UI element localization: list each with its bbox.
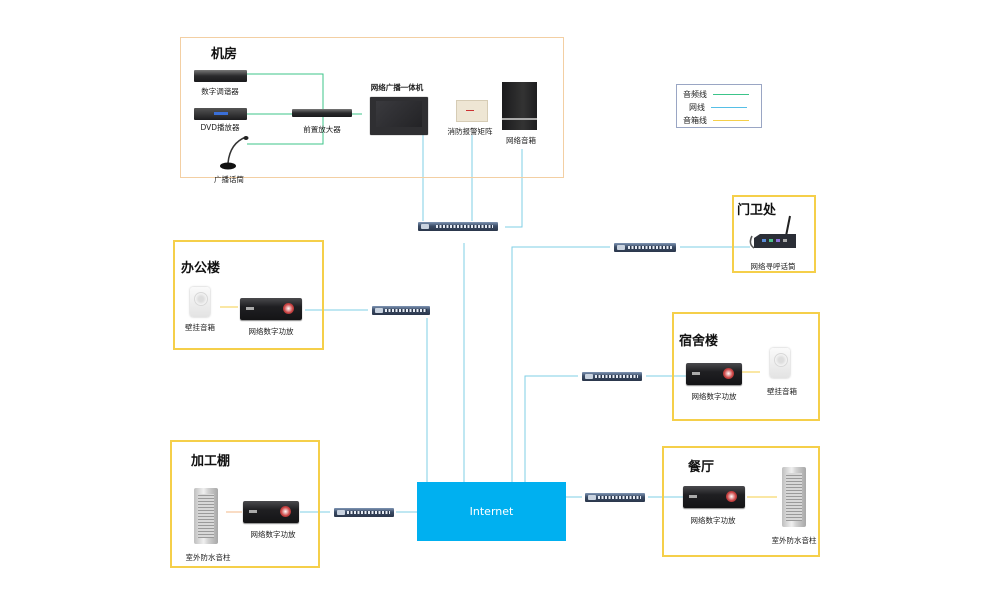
legend-label-speaker: 音箱线 [683, 116, 707, 125]
preamp-device [292, 109, 352, 117]
digital-tuner-device [194, 70, 247, 82]
label-dvd: DVD播放器 [200, 123, 240, 132]
blue-line-icon [711, 106, 747, 109]
dorm-wall-speaker [770, 348, 790, 378]
net-line-speaker [505, 149, 523, 228]
label-canteen-amp: 网络数字功放 [690, 516, 736, 525]
zone-title-canteen: 餐厅 [688, 460, 715, 475]
broadcast-host-device [370, 97, 428, 135]
green-line-icon [713, 93, 749, 96]
canteen-column-speaker [782, 467, 806, 527]
zone-dorm [672, 312, 820, 421]
label-canteen-speaker: 室外防水音柱 [771, 536, 817, 545]
net-line-gate [511, 246, 610, 482]
microphone-icon [220, 136, 249, 170]
workshop-switch [334, 508, 394, 517]
legend-item-audio: 音频线 [683, 89, 749, 100]
office-switch [372, 306, 430, 315]
legend-item-network: 网线 [689, 102, 747, 113]
zone-canteen [662, 446, 820, 557]
canteen-amplifier [683, 486, 745, 508]
label-office-speaker: 壁挂音箱 [185, 323, 215, 332]
amp-led [692, 372, 700, 375]
paging-microphone-icon [749, 215, 796, 249]
amp-led [249, 510, 257, 513]
volume-knob-icon [723, 368, 734, 379]
label-workshop-speaker: 室外防水音柱 [185, 553, 231, 562]
zone-title-workshop: 加工棚 [191, 454, 231, 469]
label-mic: 广播话筒 [214, 175, 244, 184]
zone-title-office: 办公楼 [181, 261, 221, 276]
office-amplifier [240, 298, 302, 320]
label-office-amp: 网络数字功放 [248, 327, 294, 336]
dvd-display-icon [214, 112, 228, 115]
zone-title-gate: 门卫处 [737, 203, 777, 218]
core-switch [418, 222, 498, 231]
dorm-amplifier [686, 363, 742, 385]
gate-switch [614, 243, 676, 252]
label-network-speaker: 网络音箱 [506, 136, 536, 145]
workshop-amplifier [243, 501, 299, 523]
fire-alarm-matrix-device [456, 100, 488, 122]
internet-cloud: Internet [417, 482, 566, 541]
legend: 音频线 网线 音箱线 [676, 84, 762, 128]
zone-office [173, 240, 324, 350]
amp-led [689, 495, 697, 498]
dvd-player-device [194, 108, 247, 120]
label-gate-device: 网络寻呼话筒 [750, 262, 796, 271]
canteen-switch [585, 493, 645, 502]
host-screen [376, 101, 422, 127]
volume-knob-icon [726, 491, 737, 502]
dorm-switch [582, 372, 642, 381]
label-tuner: 数字调谐器 [201, 87, 239, 96]
label-workshop-amp: 网络数字功放 [250, 530, 296, 539]
office-wall-speaker [190, 287, 210, 317]
zone-gate [732, 195, 816, 273]
network-lines [300, 135, 750, 513]
legend-label-network: 网线 [689, 103, 705, 112]
label-alarm: 消防报警矩阵 [447, 127, 493, 136]
label-preamp: 前置放大器 [303, 125, 341, 134]
legend-item-speaker: 音箱线 [683, 115, 749, 126]
audio-line-tuner [247, 73, 324, 114]
volume-knob-icon [280, 506, 291, 517]
net-line-dorm [524, 375, 578, 482]
label-dorm-amp: 网络数字功放 [691, 392, 737, 401]
amp-led [246, 307, 254, 310]
audio-lines [247, 73, 362, 145]
speaker-stripe [502, 118, 537, 120]
label-host: 网络广播一体机 [370, 83, 424, 92]
audio-line-mic [247, 114, 324, 145]
zone-machine-room [180, 37, 564, 178]
workshop-column-speaker [194, 488, 218, 544]
network-speaker-device [502, 82, 537, 130]
speaker-lines [220, 306, 777, 513]
zone-title-machine-room: 机房 [211, 47, 238, 62]
volume-knob-icon [283, 303, 294, 314]
label-dorm-speaker: 壁挂音箱 [767, 387, 797, 396]
yellow-line-icon [713, 119, 749, 122]
alarm-indicator-icon [466, 110, 474, 111]
legend-label-audio: 音频线 [683, 90, 707, 99]
zone-workshop [170, 440, 320, 568]
zone-title-dorm: 宿舍楼 [679, 334, 719, 349]
